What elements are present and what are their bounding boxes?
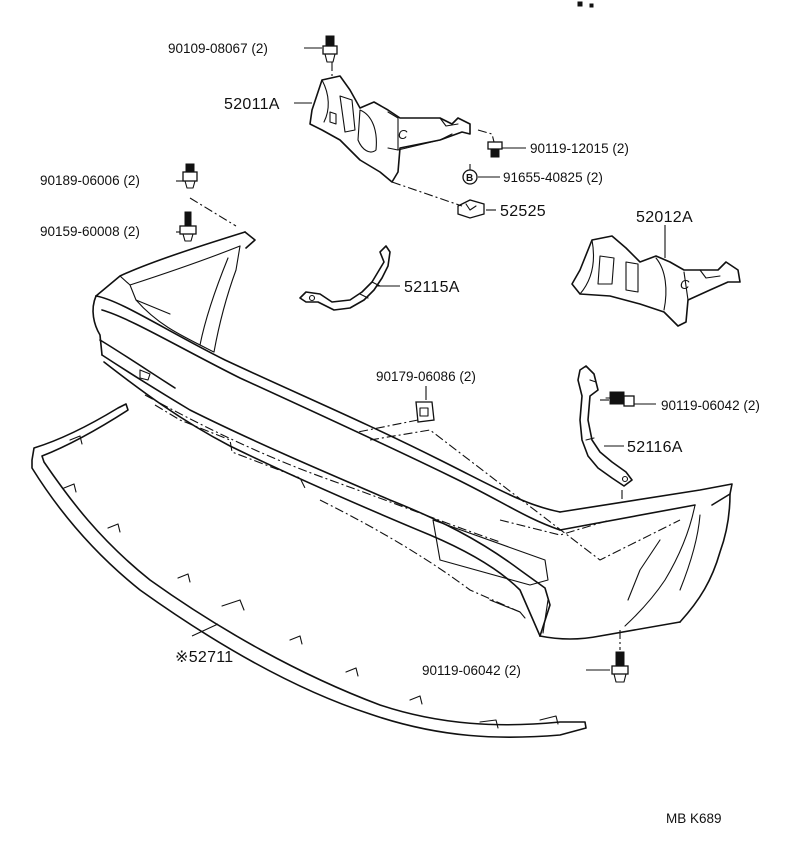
bracket-52011A <box>309 75 471 183</box>
bolt-90119-12015 <box>487 141 503 158</box>
bracket-52115A <box>299 245 391 311</box>
leader-lines <box>176 47 666 671</box>
label-90119-12015: 90119-12015 (2) <box>530 141 629 156</box>
clip-52525 <box>457 199 485 219</box>
scan-speck <box>577 1 583 7</box>
bolt-90109-08067 <box>322 35 338 63</box>
lower-spoiler-strip <box>31 403 587 739</box>
label-90119-06042-upper: 90119-06042 (2) <box>661 398 760 413</box>
bolt-90119-06042-upper <box>605 391 635 407</box>
label-52116A: 52116A <box>627 439 683 456</box>
bracket-52116A <box>577 365 633 487</box>
label-90159-60008: 90159-60008 (2) <box>40 224 140 239</box>
diagram-code: MB K689 <box>666 811 722 826</box>
part-labels: 90109-08067 (2) 52011A 90119-12015 (2) 9… <box>40 41 760 826</box>
scan-speck <box>589 3 594 8</box>
bracket-letter-c-right: C <box>680 277 690 292</box>
clip-90179-06086 <box>415 401 435 423</box>
label-90119-06042-lower: 90119-06042 (2) <box>422 663 521 678</box>
label-52711: ※52711 <box>175 649 234 666</box>
bolt-90159-60008 <box>179 211 197 242</box>
label-91655-40825: 91655-40825 (2) <box>503 170 603 185</box>
bracket-letter-c: C <box>398 127 408 142</box>
bolt-90189-06006 <box>182 163 198 189</box>
label-52012A: 52012A <box>636 209 693 226</box>
label-90189-06006: 90189-06006 (2) <box>40 173 140 188</box>
label-52115A: 52115A <box>404 279 460 296</box>
label-90179-06086: 90179-06086 (2) <box>376 369 476 384</box>
nut-letter-b: B <box>466 173 473 184</box>
alignment-lines <box>189 62 623 650</box>
label-52525: 52525 <box>500 203 546 220</box>
front-bumper-cover <box>92 231 733 640</box>
label-52011A: 52011A <box>224 96 280 113</box>
label-90109-08067: 90109-08067 (2) <box>168 41 268 56</box>
bracket-52012A <box>571 235 741 327</box>
bolt-90119-06042-lower <box>611 651 629 683</box>
